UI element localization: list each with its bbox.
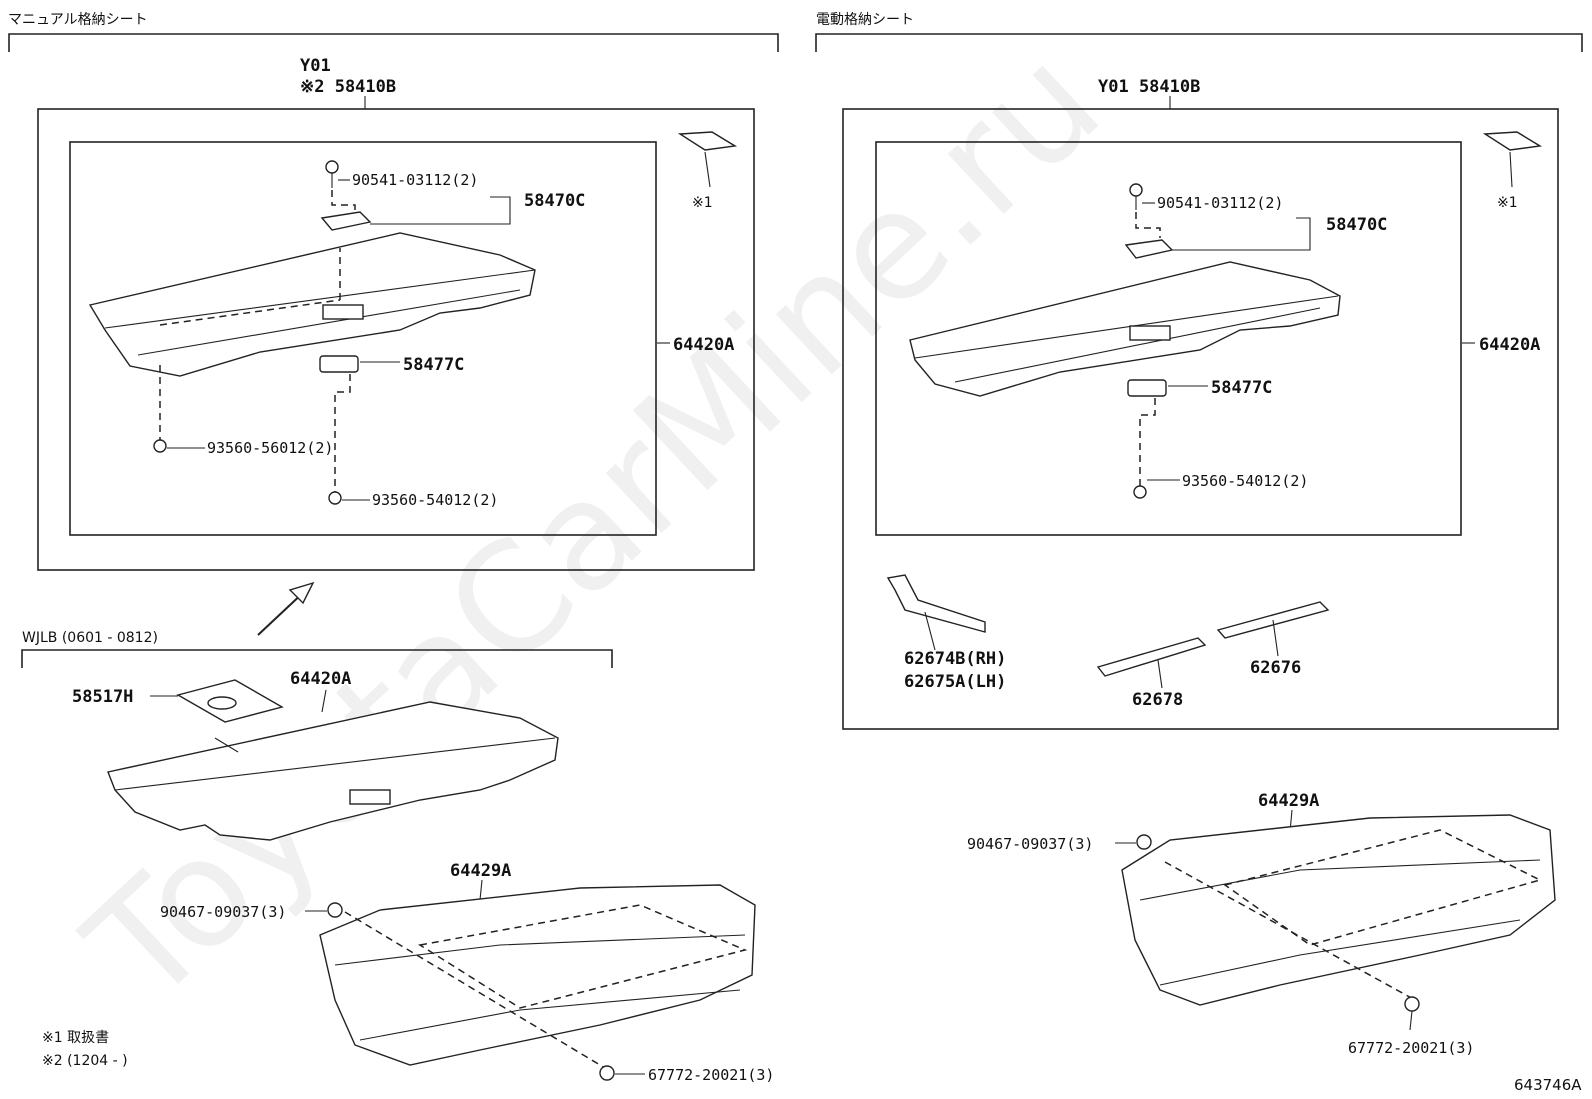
- lower-board-icon: [107, 701, 559, 841]
- left-assembly-label: ※2 58410B: [300, 77, 396, 97]
- lower-board-label: 64420A: [290, 669, 351, 689]
- lower-clip-icon: [327, 902, 343, 918]
- right-strip2-label: 62676: [1250, 658, 1301, 678]
- right-tub-icon: [1121, 814, 1556, 1006]
- left-board-label: 64420A: [673, 335, 734, 355]
- right-cap-label: 58477C: [1211, 378, 1272, 398]
- section-manual-header: マニュアル格納シート: [8, 12, 779, 52]
- right-grommet-label: 67772-20021(3): [1348, 1039, 1474, 1057]
- right-strip1-icon: [1096, 637, 1207, 677]
- right-bolt-icon: [1133, 485, 1147, 499]
- watermark: ToyotaCarMine.ru: [55, 15, 1133, 1037]
- right-bracket-lh-label: 62675A(LH): [904, 672, 1006, 692]
- lower-grommet-label: 67772-20021(3): [648, 1066, 774, 1084]
- right-tub-group: 64429A 90467-09037(3) 67772-20021(3): [967, 791, 1556, 1057]
- section-electric-title: 電動格納シート: [816, 12, 914, 28]
- right-screw-label: 90541-03112(2): [1157, 194, 1283, 212]
- right-inner-frame: [875, 141, 1462, 536]
- right-assembly: Y01 58410B ※1 90541-03112(2) 58470C 6442…: [842, 77, 1559, 730]
- lower-grommet-icon: [599, 1065, 615, 1081]
- left-inner-frame: [69, 141, 657, 536]
- lower-tub-icon: [319, 884, 756, 1066]
- right-bracket-rh-label: 62674B(RH): [904, 649, 1006, 669]
- section-manual-title: マニュアル格納シート: [8, 12, 148, 28]
- right-board-label: 64420A: [1479, 335, 1540, 355]
- left-hook-label: 58470C: [524, 191, 585, 211]
- left-tonneau-board: [88, 232, 536, 377]
- left-cap-icon: [319, 355, 359, 373]
- right-hook-icon: [1124, 239, 1174, 259]
- right-clip-icon: [1136, 834, 1152, 850]
- left-assembly: Y01 ※2 58410B ※1 90541-03112(2) 58470C 6…: [37, 56, 755, 571]
- right-hook-label: 58470C: [1326, 215, 1387, 235]
- right-strip1-label: 62678: [1132, 690, 1183, 710]
- left-note1-mark: ※1: [692, 195, 713, 211]
- figure-id: 643746A: [1514, 1076, 1582, 1094]
- wjlb-section-title: WJLB (0601 - 0812): [22, 630, 158, 646]
- right-note1-mark: ※1: [1497, 195, 1518, 211]
- note-2: ※2 (1204 - ): [42, 1053, 128, 1069]
- left-bolt1-label: 93560-56012(2): [207, 439, 333, 457]
- lower-board-handle: [349, 789, 391, 805]
- right-bolt-label: 93560-54012(2): [1182, 472, 1308, 490]
- left-bolt1-icon: [153, 439, 167, 453]
- lower-mat-label: 58517H: [72, 687, 133, 707]
- lower-left-group: WJLB (0601 - 0812) 58517H 64420A 64429A …: [21, 630, 774, 1084]
- left-bolt2-label: 93560-54012(2): [372, 491, 498, 509]
- left-screw-label: 90541-03112(2): [352, 171, 478, 189]
- left-board-handle: [322, 304, 364, 320]
- upgrade-arrow: [257, 581, 315, 636]
- right-cap-icon: [1127, 379, 1167, 397]
- left-hook-icon: [320, 211, 372, 231]
- lower-tub-label: 64429A: [450, 861, 511, 881]
- lower-clip-label: 90467-09037(3): [160, 903, 286, 921]
- right-board-handle: [1129, 325, 1171, 341]
- right-outer-frame: [842, 108, 1559, 730]
- left-screw-icon: [325, 160, 339, 174]
- left-bolt2-icon: [328, 491, 342, 505]
- right-tub-label: 64429A: [1258, 791, 1319, 811]
- right-bracket-icon: [886, 574, 986, 633]
- right-clip-label: 90467-09037(3): [967, 835, 1093, 853]
- left-y01-label: Y01: [300, 56, 331, 76]
- right-manual-booklet-icon: [1482, 131, 1543, 151]
- left-cap-label: 58477C: [403, 355, 464, 375]
- note-1: ※1 取扱書: [42, 1030, 109, 1046]
- right-assembly-label: Y01 58410B: [1098, 77, 1200, 97]
- left-manual-booklet-icon: [677, 131, 738, 151]
- left-outer-frame: [37, 108, 755, 571]
- right-screw-icon: [1129, 183, 1143, 197]
- right-tonneau-board: [909, 261, 1341, 397]
- section-electric-header: 電動格納シート: [815, 12, 1583, 52]
- right-grommet-icon: [1404, 996, 1420, 1012]
